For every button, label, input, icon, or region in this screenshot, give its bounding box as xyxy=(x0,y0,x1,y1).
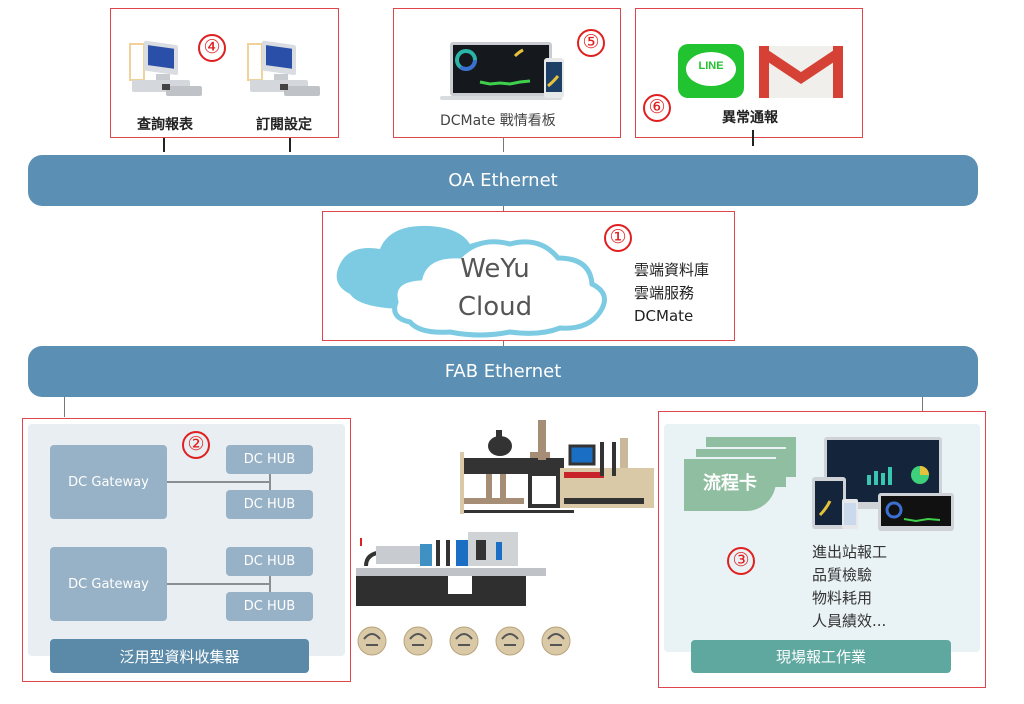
process-card-label: 流程卡 xyxy=(703,473,757,494)
badge-6: ⑥ xyxy=(643,94,671,122)
badge-5: ⑤ xyxy=(577,29,605,57)
field-task-item: 進出站報工 xyxy=(812,543,888,561)
laptop-phone-dashboard-icon[interactable] xyxy=(440,40,570,104)
cloud-service-item: 雲端資料庫 xyxy=(634,261,710,279)
oa-ethernet-bus: OA Ethernet xyxy=(28,155,978,206)
cloud-icon xyxy=(336,225,607,338)
connector-line xyxy=(269,572,271,594)
connector-line xyxy=(269,470,271,492)
dc-hub-box[interactable]: DC HUB xyxy=(226,490,313,519)
dcmate-dashboard-label[interactable]: DCMate 戰情看板 xyxy=(440,113,556,129)
cloud-title-line1: WeYu xyxy=(460,254,530,284)
dc-hub-box[interactable]: DC HUB xyxy=(226,547,313,576)
reports-section xyxy=(110,8,339,138)
desktop-pc-icon[interactable] xyxy=(244,38,324,102)
field-task-item: 人員績效... xyxy=(812,612,887,630)
field-footer: 現場報工作業 xyxy=(691,640,951,673)
dc-gateway-box[interactable]: DC Gateway xyxy=(50,445,167,519)
collector-footer: 泛用型資料收集器 xyxy=(50,639,309,673)
dc-hub-box[interactable]: DC HUB xyxy=(226,592,313,621)
fab-ethernet-bus: FAB Ethernet xyxy=(28,346,978,397)
cloud-services-list: 雲端資料庫 雲端服務 DCMate xyxy=(634,259,709,328)
field-task-item: 品質檢驗 xyxy=(812,566,873,584)
connector-line xyxy=(503,138,504,152)
cloud-service-item: 雲端服務 xyxy=(634,284,695,302)
badge-4: ④ xyxy=(198,34,226,62)
cloud-service-item: DCMate xyxy=(634,307,694,325)
connector-line xyxy=(64,397,65,417)
connector-line xyxy=(167,583,270,585)
connector-line xyxy=(289,138,291,152)
dc-gateway-box[interactable]: DC Gateway xyxy=(50,547,167,621)
subscription-settings-label[interactable]: 訂閱設定 xyxy=(256,117,312,133)
connector-line xyxy=(922,397,923,411)
gmail-icon[interactable] xyxy=(759,46,843,98)
injection-machine-icon xyxy=(356,532,546,606)
line-app-text: LINE xyxy=(698,60,724,72)
multi-device-dashboard-icon xyxy=(812,437,954,531)
field-task-item: 物料耗用 xyxy=(812,589,873,607)
cloud-title-line2: Cloud xyxy=(457,292,533,322)
connector-line xyxy=(163,138,165,152)
field-tasks-list: 進出站報工 品質檢驗 物料耗用 人員績效... xyxy=(812,541,887,633)
gas-meters-row xyxy=(357,626,571,656)
connector-line xyxy=(752,130,754,146)
query-report-label[interactable]: 查詢報表 xyxy=(137,117,193,133)
badge-2: ② xyxy=(182,431,210,459)
line-app-icon[interactable]: LINE xyxy=(678,44,744,98)
alert-notification-label[interactable]: 異常通報 xyxy=(722,110,778,126)
desktop-pc-icon[interactable] xyxy=(126,38,206,102)
connector-line xyxy=(503,341,504,347)
dc-hub-box[interactable]: DC HUB xyxy=(226,445,313,474)
connector-line xyxy=(167,481,270,483)
injection-machine-icon xyxy=(460,420,654,514)
process-card-stack: 流程卡 xyxy=(684,437,799,517)
badge-3: ③ xyxy=(727,547,755,575)
badge-1: ① xyxy=(604,224,632,252)
